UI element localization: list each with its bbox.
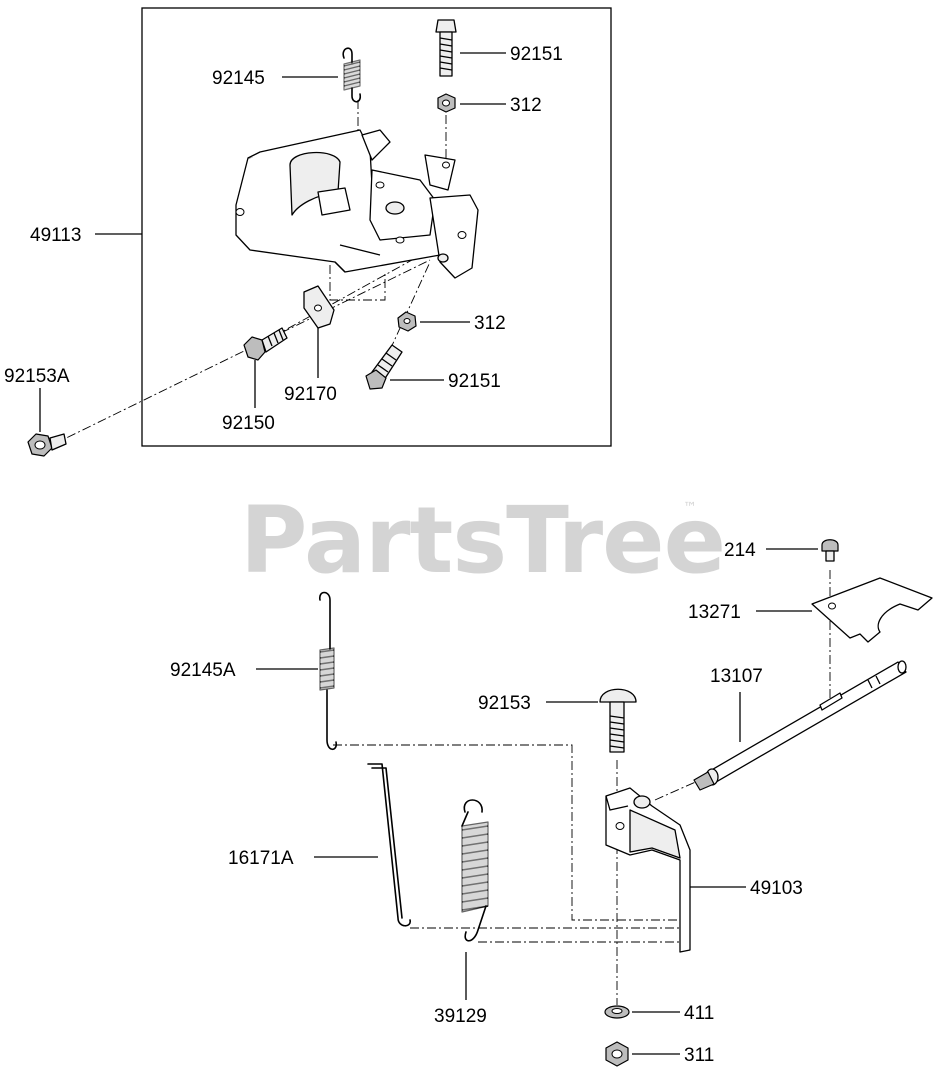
watermark-text: PartsTree — [240, 487, 725, 594]
callout-16171A[interactable]: 16171A — [228, 848, 294, 869]
rod-16171A-part — [367, 763, 411, 927]
callout-49103[interactable]: 49103 — [750, 878, 803, 899]
callout-411[interactable]: 411 — [684, 1003, 714, 1024]
callout-312-lower[interactable]: 312 — [474, 313, 506, 334]
clip-92170-part — [303, 285, 335, 329]
callout-311[interactable]: 311 — [684, 1045, 714, 1066]
callout-92145[interactable]: 92145 — [212, 68, 265, 89]
callout-312-top[interactable]: 312 — [510, 95, 542, 116]
spring-92145A-part — [319, 591, 337, 751]
watermark-trademark: ™ — [683, 500, 697, 516]
bolt-92151-lower-part — [365, 344, 403, 390]
control-bracket-49113-part — [235, 129, 479, 279]
callout-214[interactable]: 214 — [724, 540, 756, 561]
lever-49103-part — [605, 787, 691, 953]
shaft-13107-part — [693, 660, 907, 791]
bolt-92151-top-part — [435, 19, 457, 77]
nut-311-part — [605, 1041, 629, 1067]
bolt-92153A-part — [27, 433, 67, 457]
bolt-92150-part — [243, 327, 288, 361]
spring-92145-part — [342, 47, 362, 103]
callout-92145A[interactable]: 92145A — [170, 660, 236, 681]
callout-13271[interactable]: 13271 — [688, 602, 741, 623]
callout-92170[interactable]: 92170 — [284, 384, 337, 405]
callout-49113[interactable]: 49113 — [30, 225, 81, 246]
callout-92153A[interactable]: 92153A — [4, 366, 70, 387]
assembly-49113-box — [141, 7, 612, 447]
screw-214-part — [821, 539, 839, 562]
callout-92151-lower[interactable]: 92151 — [448, 371, 501, 392]
nut-312-top-part — [437, 93, 456, 113]
callout-13107[interactable]: 13107 — [710, 666, 763, 687]
plate-13271-part — [811, 577, 933, 643]
callout-92153[interactable]: 92153 — [478, 693, 531, 714]
washer-411-part — [604, 1005, 630, 1019]
carriage-bolt-92153-part — [599, 688, 637, 753]
callout-39129[interactable]: 39129 — [434, 1006, 487, 1027]
callout-92151-top[interactable]: 92151 — [510, 44, 563, 65]
callout-92150[interactable]: 92150 — [222, 413, 275, 434]
nut-312-lower-part — [397, 311, 417, 332]
spring-39129-part — [461, 799, 489, 942]
